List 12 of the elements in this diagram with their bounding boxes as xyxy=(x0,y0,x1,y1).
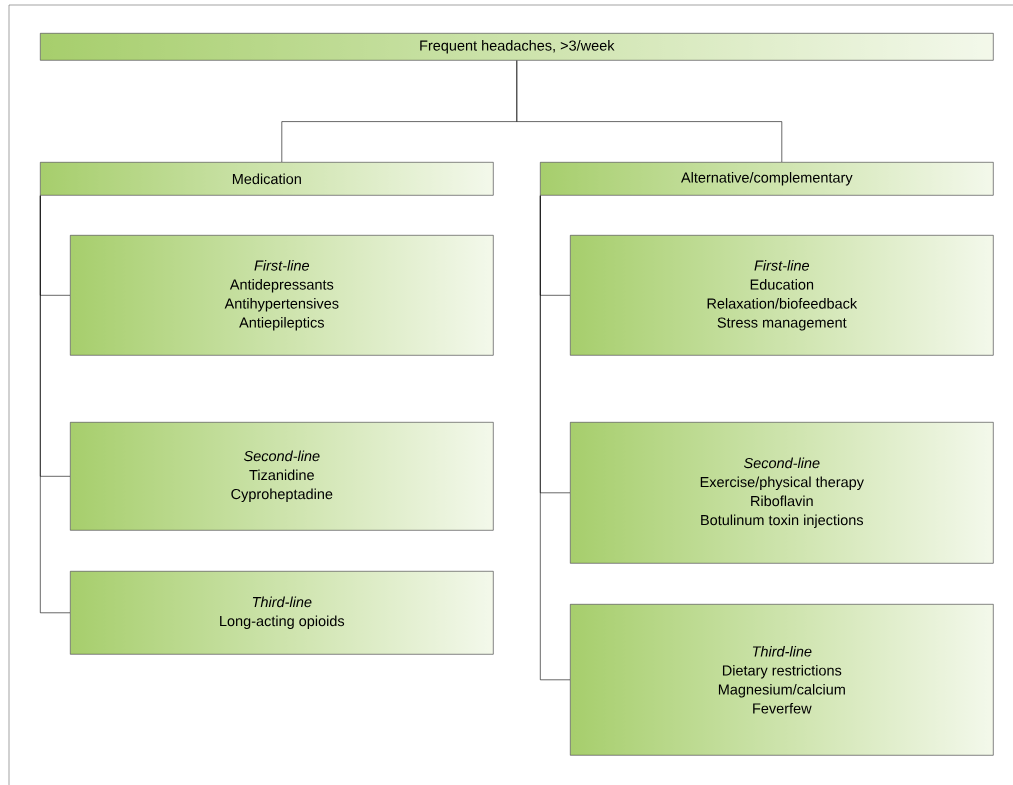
category-box: Alternative/complementary xyxy=(540,162,994,196)
connector-line xyxy=(540,195,571,681)
root-box: Frequent headaches, >3/week xyxy=(40,33,994,61)
treatment-box: First-line Education Relaxation/biofeedback Stress management xyxy=(570,235,994,356)
treatment-box: Second-line Tizanidine Cyproheptadine xyxy=(70,422,494,531)
treatment-box: Third-line Dietary restrictions Magnesium/calcium Feverfew xyxy=(570,604,994,756)
treatment-box: Second-line Exercise/physical therapy Riboflavin Botulinum toxin injections xyxy=(570,422,994,564)
connector-line xyxy=(516,60,783,163)
connector-line xyxy=(40,195,71,614)
category-box: Medication xyxy=(40,162,494,196)
treatment-box: First-line Antidepressants Antihypertensives Antiepileptics xyxy=(70,235,494,356)
treatment-box: Third-line Long-acting opioids xyxy=(70,571,494,655)
